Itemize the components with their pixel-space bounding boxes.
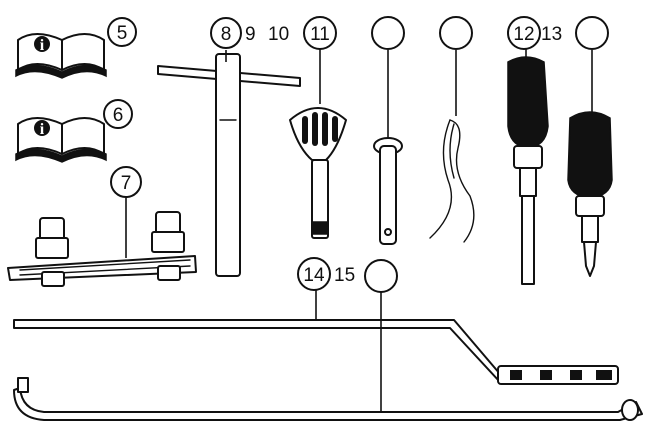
screwdriver-phillips: [567, 111, 613, 277]
callout-6: 6: [103, 99, 133, 129]
callout-7-label: 7: [121, 173, 132, 194]
owner-manual-icon: i: [15, 33, 107, 79]
callout-8-label: 8: [221, 24, 232, 45]
callout-blank-4: [364, 259, 398, 293]
callout-9-label: 9: [245, 24, 256, 45]
double-ended-wrench: [7, 211, 197, 287]
callout-10-label: 10: [268, 24, 289, 45]
callout-blank-2: [439, 16, 473, 50]
callout-14-label: 14: [303, 265, 325, 286]
clevis-pin: [373, 137, 403, 245]
callout-5: 5: [107, 17, 137, 47]
callout-6-label: 6: [113, 105, 124, 126]
service-manual-icon: i: [15, 117, 107, 163]
screwdriver-flat: [507, 56, 549, 285]
r-clip-pin: [429, 119, 475, 243]
long-hooked-rod: [13, 377, 643, 421]
callout-blank-3: [575, 16, 609, 50]
slotted-spatula-tool: [289, 107, 347, 239]
manual-info-letter: i: [40, 37, 45, 54]
callout-15-label: 15: [334, 265, 355, 286]
long-extension-rod: [13, 319, 619, 385]
callout-11: 11: [303, 16, 337, 50]
callout-7: 7: [110, 166, 142, 198]
callout-13-label: 13: [541, 24, 562, 45]
callout-14: 14: [297, 257, 331, 291]
callout-12: 12: [507, 16, 541, 50]
t-handle-socket-wrench: [157, 53, 301, 277]
callout-blank-1: [371, 16, 405, 50]
callout-5-label: 5: [117, 23, 128, 44]
callout-8: 8: [210, 17, 242, 49]
manual-info-letter: i: [40, 121, 45, 138]
callout-11-label: 11: [310, 24, 330, 45]
callout-12-label: 12: [513, 24, 534, 45]
